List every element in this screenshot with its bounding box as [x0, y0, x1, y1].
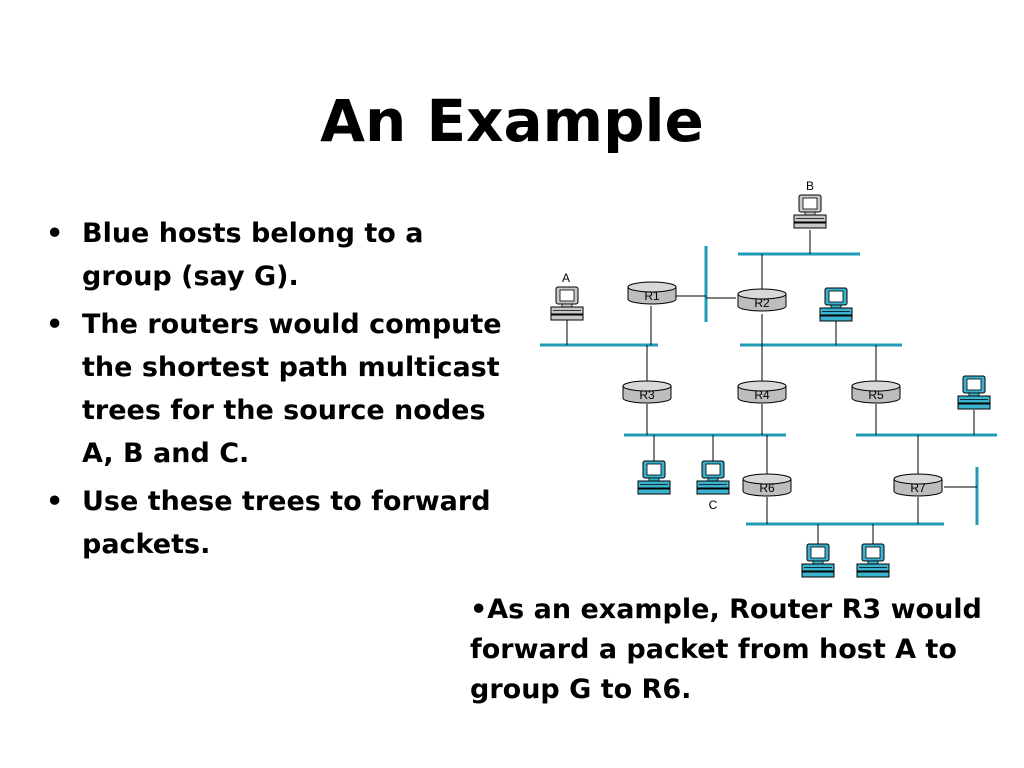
router-r6: R6 — [742, 473, 792, 497]
svg-text:R2: R2 — [754, 296, 770, 310]
router-r1: R1 — [627, 281, 677, 305]
svg-text:R4: R4 — [754, 388, 770, 402]
slide-title: An Example — [320, 87, 704, 155]
svg-text:R1: R1 — [644, 289, 660, 303]
host-a-label: A — [562, 271, 570, 285]
host-a — [550, 286, 584, 321]
example-note: •As an example, Router R3 would forward … — [470, 594, 982, 705]
router-r4: R4 — [737, 380, 787, 404]
host-b-label: B — [806, 179, 814, 193]
host-blue-r6-right — [856, 543, 890, 578]
router-r2: R2 — [737, 288, 787, 312]
bullet-item: •The routers would compute the shortest … — [46, 309, 502, 469]
bullet-item: •Use these trees to forward packets. — [46, 486, 491, 560]
router-r7: R7 — [893, 473, 943, 497]
host-blue-r3 — [637, 460, 671, 495]
host-blue-r5 — [957, 375, 991, 410]
host-blue-r6-left — [801, 543, 835, 578]
svg-text:R3: R3 — [639, 388, 655, 402]
host-c — [696, 460, 730, 495]
bullet-list: •Blue hosts belong to a group (say G). •… — [40, 212, 510, 571]
connectors — [566, 230, 977, 546]
svg-text:R5: R5 — [868, 388, 884, 402]
router-r5: R5 — [851, 380, 901, 404]
svg-text:R6: R6 — [759, 481, 775, 495]
host-blue-r2 — [819, 287, 853, 322]
host-b — [793, 194, 827, 229]
host-c-label: C — [709, 498, 718, 512]
svg-text:R7: R7 — [910, 481, 926, 495]
bullet-item: •Blue hosts belong to a group (say G). — [46, 218, 424, 292]
router-r3: R3 — [622, 380, 672, 404]
